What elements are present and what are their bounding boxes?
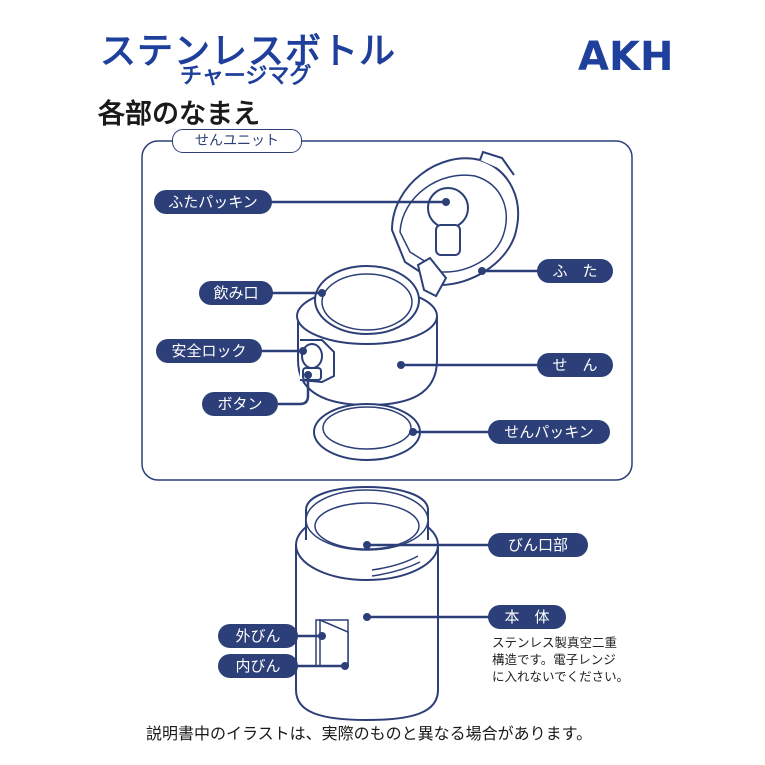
label-outer-bottle: 外びん: [218, 624, 298, 648]
label-mouth: 飲み口: [199, 281, 273, 305]
footer-disclaimer: 説明書中のイラストは、実際のものと異なる場合があります。: [146, 724, 593, 743]
label-bottle-mouth: びん口部: [488, 533, 588, 557]
section-heading: 各部のなまえ: [98, 99, 260, 130]
label-inner-bottle: 内びん: [218, 654, 298, 678]
stopper-illustration: [296, 265, 438, 407]
product-subtitle: チャージマグ: [180, 64, 312, 89]
label-stopper: せ ん: [537, 353, 613, 377]
lid-illustration: [390, 150, 520, 298]
microwave-warning: ステンレス製真空二重 構造です。電子レンジ に入れないでください。: [492, 635, 630, 684]
label-main-body: 本 体: [488, 605, 566, 629]
unit-title: せんユニット: [172, 129, 302, 153]
unit-frame: [141, 140, 633, 481]
leader-lines: [260, 200, 540, 668]
gasket-illustration: [313, 403, 421, 461]
model-code: AKH: [578, 34, 674, 80]
label-lid-gasket: ふたパッキン: [154, 190, 272, 214]
label-button: ボタン: [202, 392, 278, 416]
label-lid: ふ た: [537, 259, 613, 283]
label-safety-lock: 安全ロック: [156, 339, 262, 363]
label-stopper-gasket: せんパッキン: [488, 420, 610, 444]
bottle-illustration: [295, 485, 439, 722]
product-title: ステンレスボトル: [100, 31, 397, 72]
leader-dots: [299, 198, 486, 670]
